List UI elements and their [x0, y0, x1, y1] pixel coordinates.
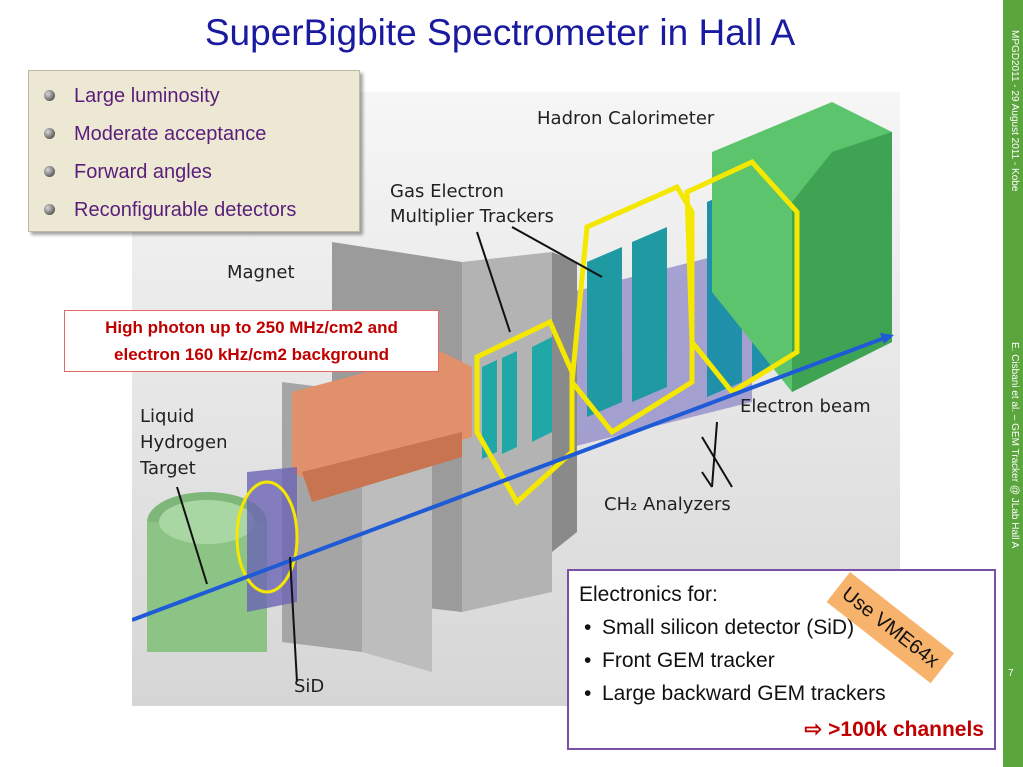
outline-mid-gem — [569, 183, 695, 436]
bullet-icon — [44, 90, 55, 101]
electronics-item: Front GEM tracker — [579, 644, 994, 677]
bullet-icon — [44, 166, 55, 177]
label-magnet: Magnet — [227, 262, 295, 283]
sid-block — [247, 467, 297, 612]
label-sid: SiD — [294, 676, 324, 697]
feature-item: Reconfigurable detectors — [39, 191, 359, 229]
electron-beam-line — [131, 335, 888, 622]
page-number: 7 — [1008, 668, 1014, 679]
channel-count-text: >100k channels — [828, 718, 984, 741]
sidebar-authors: E. Cisbani et al. – GEM Tracker @ JLab H… — [1009, 342, 1020, 549]
label-ch2-analyzers: CH₂ Analyzers — [604, 494, 731, 515]
bullet-icon — [44, 128, 55, 139]
electronics-heading: Electronics for: — [579, 583, 718, 606]
annotation-arrows — [176, 226, 733, 683]
electronics-item: Large backward GEM trackers — [579, 677, 994, 710]
feature-text: Large luminosity — [74, 85, 220, 107]
outline-back-gem — [684, 158, 800, 396]
background-note-line1: High photon up to 250 MHz/cm2 and — [105, 318, 398, 337]
feature-list-box: Large luminosity Moderate acceptance For… — [28, 70, 360, 232]
label-gem-1: Gas Electron — [390, 181, 504, 202]
slide-title: SuperBigbite Spectrometer in Hall A — [204, 12, 796, 53]
feature-text: Forward angles — [74, 161, 212, 183]
feature-text: Moderate acceptance — [74, 123, 267, 145]
coil-bottom — [302, 432, 462, 502]
background-note: High photon up to 250 MHz/cm2 and electr… — [64, 310, 439, 372]
label-hadron-calorimeter: Hadron Calorimeter — [537, 108, 715, 129]
feature-item: Forward angles — [39, 153, 359, 191]
sidebar-conference: MPGD2011 - 29 August 2011 - Kobe — [1009, 30, 1020, 192]
feature-text: Reconfigurable detectors — [74, 199, 297, 221]
background-note-line2: electron 160 kHz/cm2 background — [114, 345, 389, 364]
target-inner — [159, 500, 255, 544]
label-target-3: Target — [139, 458, 196, 479]
sidebar: MPGD2011 - 29 August 2011 - Kobe E. Cisb… — [1003, 0, 1023, 767]
beam-arrowhead — [880, 333, 894, 344]
electronics-item: Small silicon detector (SiD) — [579, 611, 994, 644]
magnet-yoke-side — [552, 252, 577, 552]
label-target-2: Hydrogen — [140, 432, 228, 453]
hadron-calorimeter — [712, 102, 892, 392]
feature-item: Large luminosity — [39, 77, 359, 115]
outline-sid — [235, 480, 299, 594]
channel-count: ⇨>100k channels — [805, 717, 984, 742]
bullet-icon — [44, 204, 55, 215]
label-gem-2: Multiplier Trackers — [390, 206, 554, 227]
arrow-right-icon: ⇨ — [804, 718, 823, 741]
label-target-1: Liquid — [140, 406, 194, 427]
front-gem-tracker — [482, 337, 552, 459]
label-electron-beam: Electron beam — [740, 396, 871, 417]
feature-item: Moderate acceptance — [39, 115, 359, 153]
outline-front-gem — [474, 318, 575, 506]
